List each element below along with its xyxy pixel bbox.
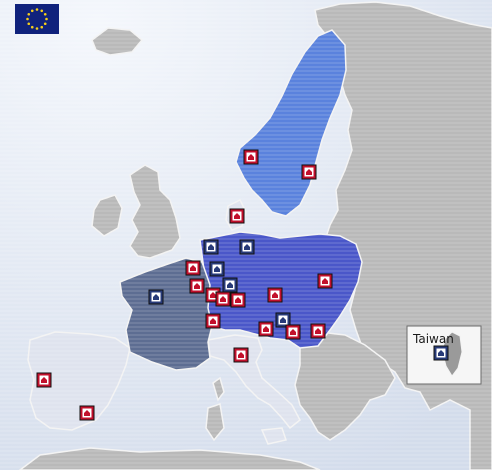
marker-layer xyxy=(36,149,449,421)
eu-flag-icon xyxy=(15,4,59,34)
home-marker-icon[interactable] xyxy=(243,149,259,165)
home-marker-icon[interactable] xyxy=(275,312,291,328)
home-marker-icon[interactable] xyxy=(258,321,274,337)
eu-star xyxy=(43,12,47,16)
home-marker-icon[interactable] xyxy=(209,261,225,277)
home-marker-icon[interactable] xyxy=(317,273,333,289)
home-marker-icon[interactable] xyxy=(230,292,246,308)
home-marker-icon[interactable] xyxy=(203,239,219,255)
eu-star xyxy=(30,25,34,29)
home-marker-icon[interactable] xyxy=(301,164,317,180)
home-marker-icon[interactable] xyxy=(189,278,205,294)
eu-star xyxy=(27,12,31,16)
eu-star xyxy=(26,17,29,21)
home-marker-icon[interactable] xyxy=(433,345,449,361)
home-marker-icon[interactable] xyxy=(185,260,201,276)
home-marker-icon[interactable] xyxy=(36,372,52,388)
home-marker-icon[interactable] xyxy=(310,323,326,339)
home-marker-icon[interactable] xyxy=(205,313,221,329)
home-marker-icon[interactable] xyxy=(233,347,249,363)
home-marker-icon[interactable] xyxy=(229,208,245,224)
eu-star xyxy=(45,17,48,21)
eu-star xyxy=(40,9,44,13)
home-marker-icon[interactable] xyxy=(239,239,255,255)
eu-star xyxy=(35,27,39,30)
taiwan-island xyxy=(441,331,463,377)
home-marker-icon[interactable] xyxy=(285,324,301,340)
home-marker-icon[interactable] xyxy=(148,289,164,305)
home-marker-icon[interactable] xyxy=(79,405,95,421)
eu-star xyxy=(43,22,47,26)
eu-star xyxy=(40,25,44,29)
eu-star xyxy=(27,22,31,26)
taiwan-label: Taiwan xyxy=(412,332,454,346)
home-marker-icon[interactable] xyxy=(222,277,238,293)
home-marker-icon[interactable] xyxy=(267,287,283,303)
eu-star xyxy=(30,9,34,13)
home-marker-icon[interactable] xyxy=(215,291,231,307)
eu-star xyxy=(35,8,39,11)
